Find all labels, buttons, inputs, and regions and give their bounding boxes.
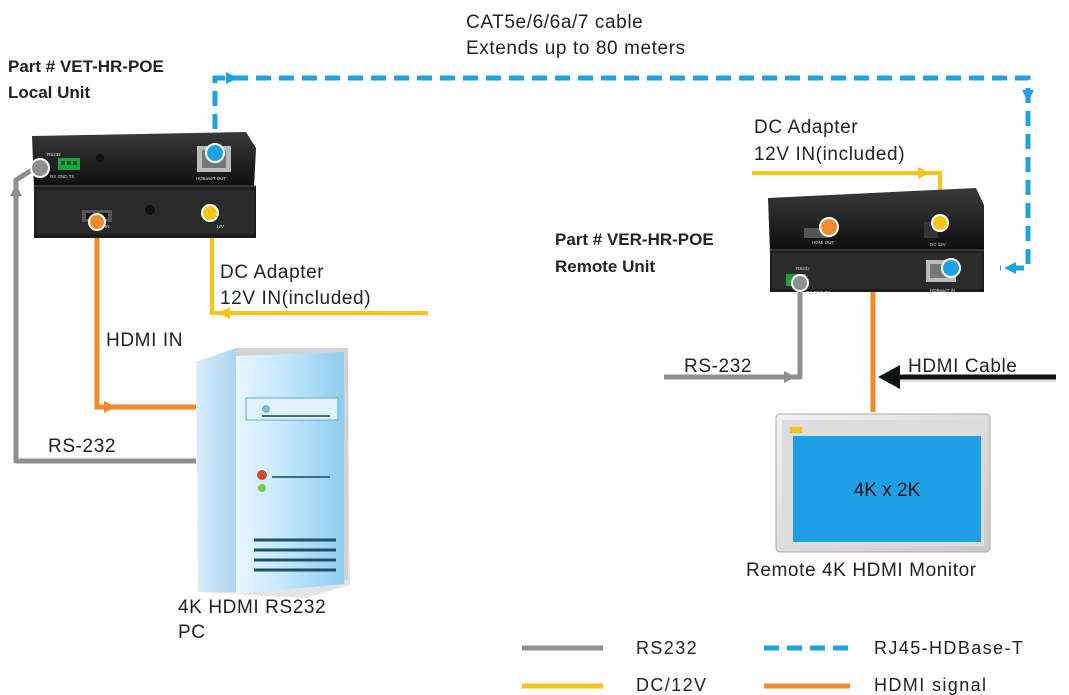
remote-in-port-label: HDBaseT IN [930,288,955,293]
rs232-left-label: RS-232 [48,436,116,457]
hdmi-cable-arrow [878,365,1056,389]
local-rs232-connector [30,158,50,178]
monitor-label: Remote 4K HDMI Monitor [746,560,977,581]
rj45-cable-line [212,75,1031,271]
remote-part-number: Part # VER-HR-POE [555,230,714,249]
local-dc-connector [201,204,219,222]
rs232-right-label: RS-232 [684,356,752,377]
cable-type-label: CAT5e/6/6a/7 cable [466,12,643,33]
dc-remote-label-1: DC Adapter [754,117,858,138]
remote-hdmi-connector [819,217,839,237]
remote-dc-port-label: DC 12V [930,242,946,247]
monitor-icon [775,413,991,553]
remote-hdmi-port-icon [804,228,830,238]
dc-remote-label-2: 12V IN(included) [754,144,905,165]
monitor-screen-label: 4K x 2K [854,480,921,501]
pc-label-1: 4K HDMI RS232 [178,597,326,618]
monitor-screen [793,436,981,542]
legend-dc-label: DC/12V [636,675,707,695]
remote-rs232-connector [791,274,809,292]
local-pins-label: RX GND TX [50,174,74,179]
rj45-arrows [226,72,1034,274]
remote-rs232-port-label: RS232 [796,266,810,271]
legend-rj45-label: RJ45-HDBase-T [874,638,1024,658]
local-part-number: Part # VET-HR-POE [8,57,164,76]
local-out-port-label: HDBaseT OUT [196,176,226,181]
pc-tower-icon [196,348,350,598]
legend: RS232 RJ45-HDBase-T DC/12V HDMI signal [522,638,1024,695]
dc-local-label-2: 12V IN(included) [220,288,371,309]
hdmi-cable-label: HDMI Cable [908,356,1017,377]
dc-local-label-1: DC Adapter [220,262,324,283]
rs232-cable-left [10,165,196,464]
remote-rj45-connector [941,258,961,278]
local-hdmi-connector [88,213,106,231]
hdmi-cable-local [94,222,196,413]
hdmi-in-label: HDMI IN [106,330,183,351]
local-dc-port-label: 12V [216,224,224,229]
remote-pins-label: RX GND TX [806,290,830,295]
remote-hdmi-port-label: HDMI OUT [812,240,834,245]
local-rs232-port-label: RS232 [47,152,61,157]
local-hdmi-port-label: IN [105,224,110,229]
cable-distance-label: Extends up to 80 meters [466,38,686,59]
pc-label-2: PC [178,622,206,643]
local-rj45-connector [205,143,225,163]
remote-unit-name: Remote Unit [555,257,655,276]
legend-rs232-label: RS232 [636,638,698,658]
remote-dc-connector [931,214,949,232]
legend-hdmi-label: HDMI signal [874,675,987,695]
rs232-cable-right [664,286,803,383]
local-unit-name: Local Unit [8,83,91,102]
